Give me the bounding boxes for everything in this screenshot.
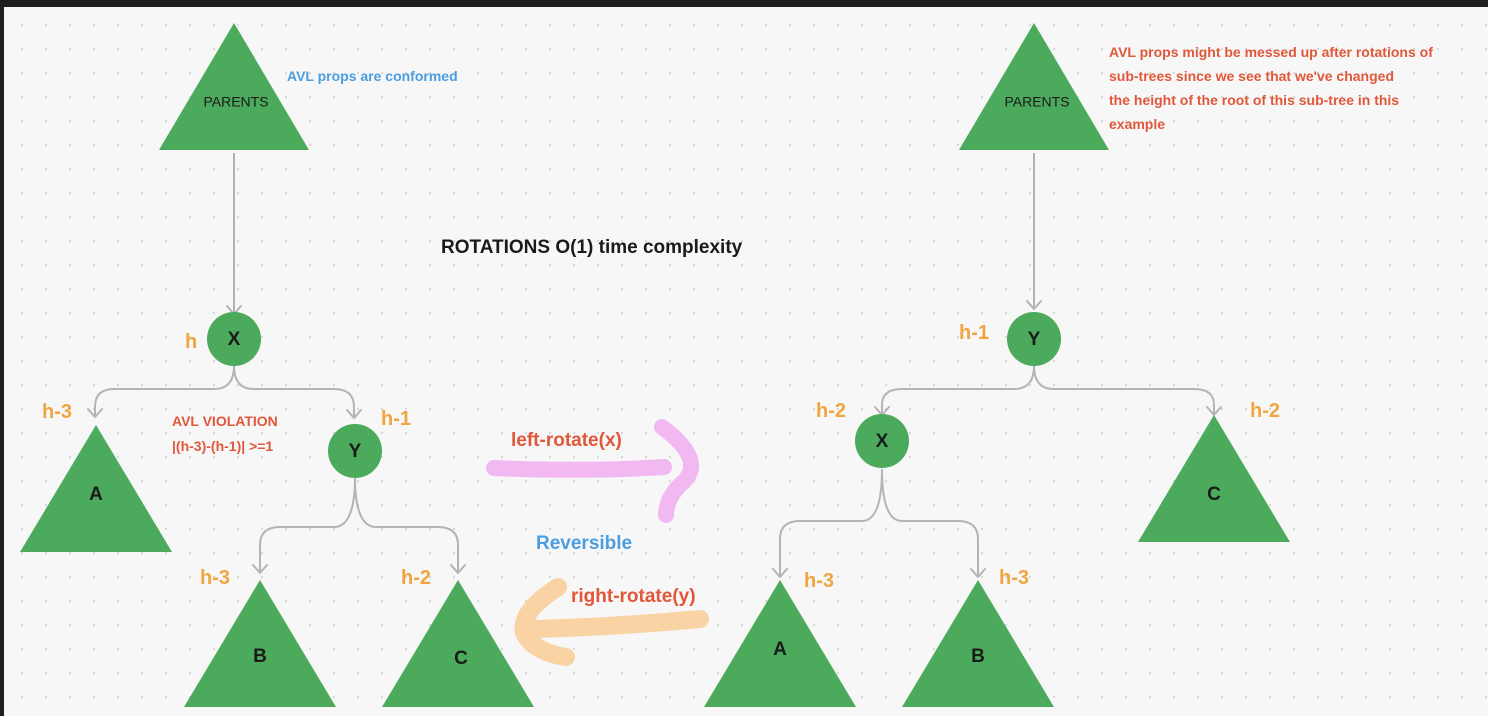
right-a-triangle (704, 580, 856, 707)
left-rotate-arrow[interactable] (486, 419, 700, 523)
edge-x-to-y (233, 365, 355, 418)
right-b-height: h-3 (999, 567, 1029, 589)
left-x-label: X (228, 329, 241, 350)
left-y-label: Y (349, 441, 362, 462)
right-y-circle (1007, 312, 1061, 366)
left-c-triangle (382, 580, 534, 707)
edge-y-to-c (1033, 365, 1215, 415)
right-parents-note-line-4: example (1109, 116, 1165, 132)
right-x-label: X (876, 431, 889, 452)
right-y-node[interactable]: Y (1007, 312, 1061, 366)
right-rotate-label: right-rotate(y) (571, 586, 696, 607)
right-x-height: h-2 (816, 400, 846, 422)
right-rotate-arrow-stroke (514, 578, 709, 666)
right-parents-triangle (959, 23, 1109, 150)
edge-x-to-b (881, 468, 979, 577)
left-rotate-label: left-rotate(x) (511, 430, 622, 451)
left-c-height: h-2 (401, 567, 431, 589)
left-x-height: h (185, 331, 197, 353)
left-c-subtree[interactable]: C (382, 580, 534, 707)
right-rotate-arrow[interactable] (514, 578, 709, 666)
right-a-subtree[interactable]: A (704, 580, 856, 707)
arrowhead-right-b (970, 568, 986, 578)
left-rotate-arrow-stroke (486, 419, 700, 523)
arrowhead-b (252, 564, 268, 574)
left-parents-node[interactable]: PARENTS (159, 23, 309, 150)
left-b-triangle (184, 580, 336, 707)
right-c-label: C (1207, 484, 1221, 505)
left-tree-edges (87, 153, 466, 574)
right-b-triangle (902, 580, 1054, 707)
right-parents-note-line-2: sub-trees since we see that we've change… (1109, 68, 1394, 84)
right-c-triangle (1138, 415, 1290, 542)
edge-x-to-a (779, 468, 883, 577)
right-parents-node[interactable]: PARENTS (959, 23, 1109, 150)
right-b-subtree[interactable]: B (902, 580, 1054, 707)
left-y-circle (328, 424, 382, 478)
right-y-label: Y (1028, 329, 1041, 350)
left-x-node[interactable]: X (207, 312, 261, 366)
right-c-subtree[interactable]: C (1138, 415, 1290, 542)
right-y-height: h-1 (959, 322, 989, 344)
arrowhead-right-a (772, 568, 788, 578)
whiteboard-canvas[interactable]: PARENTS AVL props are conformed X h Y h-… (4, 7, 1488, 716)
diagram-title: ROTATIONS O(1) time complexity (441, 237, 743, 258)
right-c-height: h-2 (1250, 400, 1280, 422)
edge-y-to-b (259, 476, 356, 573)
right-b-label: B (971, 646, 985, 667)
right-parents-note: AVL props might be messed up after rotat… (1109, 44, 1433, 132)
right-parents-note-line-1: AVL props might be messed up after rotat… (1109, 44, 1433, 60)
left-a-subtree[interactable]: A (20, 425, 172, 552)
arrowhead-y (346, 409, 362, 419)
left-y-height: h-1 (381, 408, 411, 430)
left-b-subtree[interactable]: B (184, 580, 336, 707)
arrowhead-c (450, 564, 466, 574)
left-y-node[interactable]: Y (328, 424, 382, 478)
avl-violation-formula: |(h-3)-(h-1)| >=1 (172, 438, 273, 454)
left-c-label: C (454, 648, 468, 669)
right-a-height: h-3 (804, 570, 834, 592)
right-parents-label: PARENTS (1004, 94, 1069, 110)
avl-violation-title: AVL VIOLATION (172, 413, 278, 429)
left-b-height: h-3 (200, 567, 230, 589)
right-x-node[interactable]: X (855, 414, 909, 468)
right-tree-edges (772, 153, 1222, 578)
edge-y-to-c (354, 476, 459, 573)
edge-x-to-a (94, 365, 235, 417)
arrowhead-right-y (1026, 300, 1042, 310)
left-b-label: B (253, 646, 267, 667)
right-x-circle (855, 414, 909, 468)
left-parents-triangle (159, 23, 309, 150)
arrowhead-a (87, 408, 103, 418)
left-a-height: h-3 (42, 401, 72, 423)
left-a-triangle (20, 425, 172, 552)
left-parents-note: AVL props are conformed (287, 68, 458, 84)
left-parents-label: PARENTS (203, 94, 268, 110)
right-parents-note-line-3: the height of the root of this sub-tree … (1109, 92, 1399, 108)
edge-y-to-x (881, 365, 1035, 415)
left-x-circle (207, 312, 261, 366)
reversible-label: Reversible (536, 533, 632, 554)
right-a-label: A (773, 639, 787, 660)
left-a-label: A (89, 484, 103, 505)
